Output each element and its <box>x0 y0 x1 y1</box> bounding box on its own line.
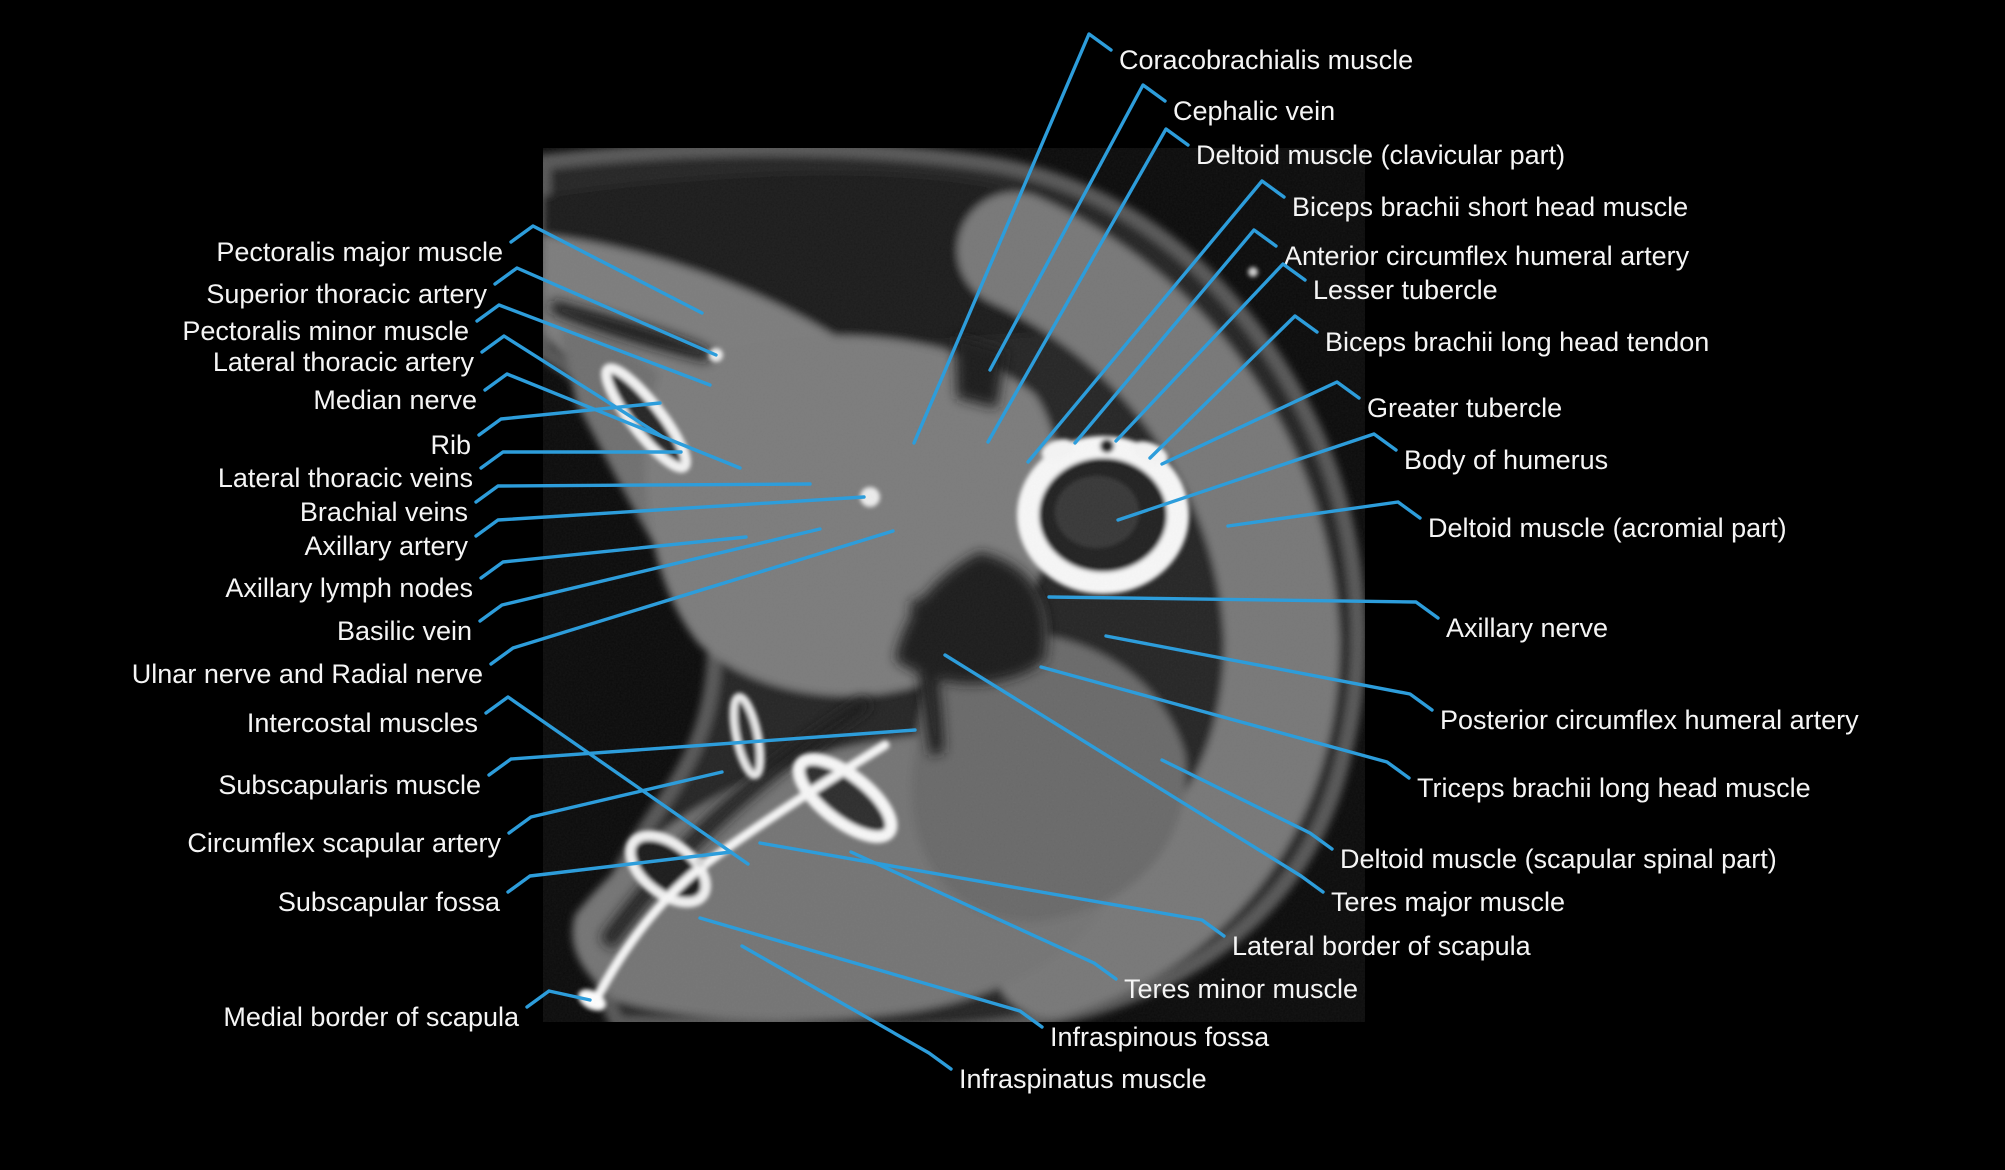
anatomy-label-axillary-artery: Axillary artery <box>304 531 468 561</box>
leader-line-teres-major-muscle <box>943 653 1325 894</box>
leader-line-ulnar-nerve-and-radial-nerve <box>489 529 895 666</box>
anatomy-label-infraspinous-fossa: Infraspinous fossa <box>1050 1022 1270 1052</box>
leader-line-posterior-circumflex-humeral-artery <box>1104 634 1434 712</box>
leader-line-deltoid-muscle-scapular-spinal-part <box>1160 758 1334 851</box>
leader-line-body-of-humerus <box>1116 432 1398 522</box>
leader-line-subscapularis-muscle <box>487 728 917 777</box>
anatomy-label-greater-tubercle: Greater tubercle <box>1367 393 1562 423</box>
anatomy-label-deltoid-muscle-acromial-part: Deltoid muscle (acromial part) <box>1428 513 1787 543</box>
anatomy-label-subscapular-fossa: Subscapular fossa <box>278 887 501 917</box>
leader-line-medial-border-of-scapula <box>525 989 592 1009</box>
anatomy-label-rib: Rib <box>430 430 471 460</box>
anatomy-label-circumflex-scapular-artery: Circumflex scapular artery <box>187 828 501 858</box>
leader-line-axillary-artery <box>474 495 866 538</box>
anatomy-label-deltoid-muscle-scapular-spinal-part: Deltoid muscle (scapular spinal part) <box>1340 844 1777 874</box>
leader-line-lateral-thoracic-veins <box>479 450 683 470</box>
anatomy-label-biceps-brachii-short-head-muscle: Biceps brachii short head muscle <box>1292 192 1688 222</box>
leader-line-pectoralis-minor-muscle <box>475 303 712 387</box>
leader-line-triceps-brachii-long-head-muscle <box>1039 665 1411 780</box>
ct-noise-overlay <box>543 148 1365 1022</box>
anatomy-label-biceps-brachii-long-head-tendon: Biceps brachii long head tendon <box>1325 327 1709 357</box>
anatomy-label-median-nerve: Median nerve <box>313 385 477 415</box>
leader-line-lesser-tubercle <box>1114 262 1307 443</box>
anatomy-label-medial-border-of-scapula: Medial border of scapula <box>223 1002 520 1032</box>
leader-line-cephalic-vein <box>988 83 1167 372</box>
anatomy-label-brachial-veins: Brachial veins <box>300 497 468 527</box>
leader-line-pectoralis-major-muscle <box>509 224 704 315</box>
anatomy-label-anterior-circumflex-humeral-artery: Anterior circumflex humeral artery <box>1284 241 1690 271</box>
leader-line-lateral-thoracic-artery <box>480 334 665 439</box>
anatomy-label-superior-thoracic-artery: Superior thoracic artery <box>206 279 487 309</box>
anatomy-label-teres-major-muscle: Teres major muscle <box>1331 887 1565 917</box>
leader-line-intercostal-muscles <box>484 695 750 866</box>
anatomy-label-teres-minor-muscle: Teres minor muscle <box>1124 974 1358 1004</box>
leader-line-subscapular-fossa <box>506 850 733 894</box>
anatomy-label-intercostal-muscles: Intercostal muscles <box>247 708 478 738</box>
anatomy-label-pectoralis-major-muscle: Pectoralis major muscle <box>216 237 503 267</box>
leader-line-deltoid-muscle-clavicular-part <box>986 127 1190 444</box>
leader-line-superior-thoracic-artery <box>493 266 718 357</box>
leader-line-anterior-circumflex-humeral-artery <box>1073 228 1278 445</box>
leader-line-teres-minor-muscle <box>849 850 1118 981</box>
leader-line-biceps-brachii-long-head-tendon <box>1148 314 1319 460</box>
leader-line-infraspinatus-muscle <box>740 944 953 1071</box>
anatomy-label-lateral-thoracic-artery: Lateral thoracic artery <box>213 347 475 377</box>
anatomy-label-triceps-brachii-long-head-muscle: Triceps brachii long head muscle <box>1417 773 1811 803</box>
ct-scan-image <box>543 148 1365 1022</box>
leader-line-basilic-vein <box>478 527 822 623</box>
anatomy-label-axillary-nerve: Axillary nerve <box>1446 613 1608 643</box>
anatomy-label-basilic-vein: Basilic vein <box>337 616 472 646</box>
leader-line-brachial-veins <box>474 482 812 504</box>
leader-line-axillary-nerve <box>1047 595 1440 620</box>
anatomy-label-infraspinatus-muscle: Infraspinatus muscle <box>959 1064 1207 1094</box>
anatomy-label-lesser-tubercle: Lesser tubercle <box>1313 275 1498 305</box>
anatomy-label-cephalic-vein: Cephalic vein <box>1173 96 1335 126</box>
anatomy-label-lateral-border-of-scapula: Lateral border of scapula <box>1232 931 1532 961</box>
leader-line-axillary-lymph-nodes <box>479 535 748 580</box>
leader-line-greater-tubercle <box>1160 380 1361 466</box>
anatomy-label-body-of-humerus: Body of humerus <box>1404 445 1608 475</box>
leader-line-rib <box>477 401 662 437</box>
leader-line-infraspinous-fossa <box>698 916 1044 1029</box>
anatomy-label-axillary-lymph-nodes: Axillary lymph nodes <box>225 573 473 603</box>
anatomy-label-coracobrachialis-muscle: Coracobrachialis muscle <box>1119 45 1413 75</box>
anatomy-label-pectoralis-minor-muscle: Pectoralis minor muscle <box>182 316 469 346</box>
leader-line-lateral-border-of-scapula <box>758 841 1226 938</box>
anatomy-label-posterior-circumflex-humeral-artery: Posterior circumflex humeral artery <box>1440 705 1859 735</box>
anatomy-label-deltoid-muscle-clavicular-part: Deltoid muscle (clavicular part) <box>1196 140 1565 170</box>
leader-line-circumflex-scapular-artery <box>507 770 724 835</box>
leader-line-deltoid-muscle-acromial-part <box>1226 500 1422 528</box>
anatomy-label-lateral-thoracic-veins: Lateral thoracic veins <box>218 463 473 493</box>
leader-line-median-nerve <box>483 372 742 470</box>
anatomy-label-subscapularis-muscle: Subscapularis muscle <box>218 770 481 800</box>
leader-line-biceps-brachii-short-head-muscle <box>1026 179 1286 464</box>
leader-line-coracobrachialis-muscle <box>912 32 1113 445</box>
anatomy-label-ulnar-nerve-and-radial-nerve: Ulnar nerve and Radial nerve <box>132 659 483 689</box>
